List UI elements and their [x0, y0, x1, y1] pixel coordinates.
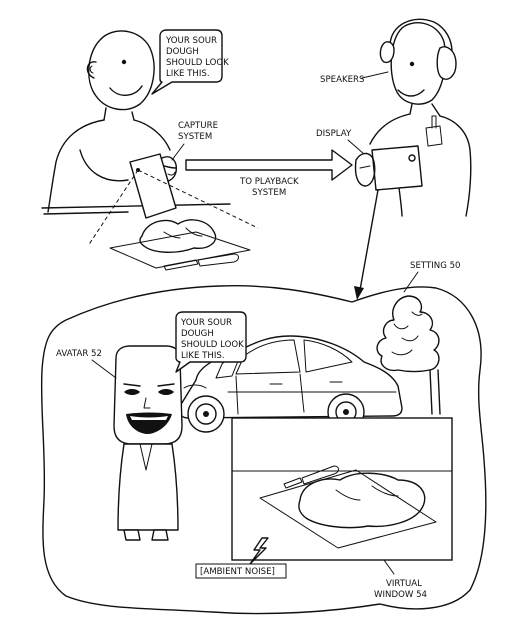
avatar: [113, 345, 183, 541]
capture-system-label: CAPTURE SYSTEM: [171, 121, 218, 161]
svg-text:AVATAR 52: AVATAR 52: [56, 349, 102, 359]
tree: [376, 295, 441, 415]
svg-text:TO PLAYBACK: TO PLAYBACK: [239, 177, 299, 187]
svg-text:[AMBIENT NOISE]: [AMBIENT NOISE]: [200, 567, 275, 577]
speech-text-line: LIKE THIS.: [166, 69, 210, 79]
svg-text:VIRTUAL: VIRTUAL: [386, 579, 422, 589]
speech-text-line: LIKE THIS.: [181, 351, 225, 361]
ambient-noise: [AMBIENT NOISE]: [195, 537, 287, 579]
svg-text:DISPLAY: DISPLAY: [316, 129, 352, 139]
speech-bubble-avatar: YOUR SOUR DOUGH SHOULD LOOK LIKE THIS.: [175, 311, 247, 373]
speech-text-line: DOUGH: [166, 47, 199, 57]
avatar-label: AVATAR 52: [56, 349, 117, 379]
speech-text-line: SHOULD LOOK: [181, 340, 244, 350]
capture-device: [129, 153, 177, 219]
setting-boundary: [40, 285, 487, 615]
dough-top: [109, 219, 251, 271]
speakers-label: SPEAKERS: [320, 71, 389, 85]
display-to-setting-arrow: [354, 189, 379, 300]
svg-text:SYSTEM: SYSTEM: [252, 188, 286, 198]
speech-text-line: DOUGH: [181, 329, 214, 339]
svg-text:SYSTEM: SYSTEM: [178, 132, 212, 142]
display-label: DISPLAY: [316, 129, 365, 155]
speech-text-line: SHOULD LOOK: [166, 58, 229, 68]
svg-text:SETTING 50: SETTING 50: [410, 261, 461, 271]
virtual-window: [231, 417, 453, 561]
virtual-window-label: VIRTUAL WINDOW 54: [374, 559, 427, 600]
setting-label: SETTING 50: [403, 261, 461, 293]
speech-bubble-top: YOUR SOUR DOUGH SHOULD LOOK LIKE THIS.: [151, 29, 229, 95]
svg-text:SPEAKERS: SPEAKERS: [320, 75, 364, 85]
fov-line: [87, 169, 139, 247]
transfer-arrow: TO PLAYBACK SYSTEM: [185, 149, 353, 198]
viewer-person: [369, 18, 472, 217]
svg-text:WINDOW 54: WINDOW 54: [374, 590, 427, 600]
svg-text:CAPTURE: CAPTURE: [178, 121, 218, 131]
lightning-icon: [249, 537, 269, 565]
speech-text-line: YOUR SOUR: [180, 318, 232, 328]
display-device: [354, 145, 423, 191]
fov-line: [137, 169, 259, 229]
speech-text-line: YOUR SOUR: [165, 36, 217, 46]
